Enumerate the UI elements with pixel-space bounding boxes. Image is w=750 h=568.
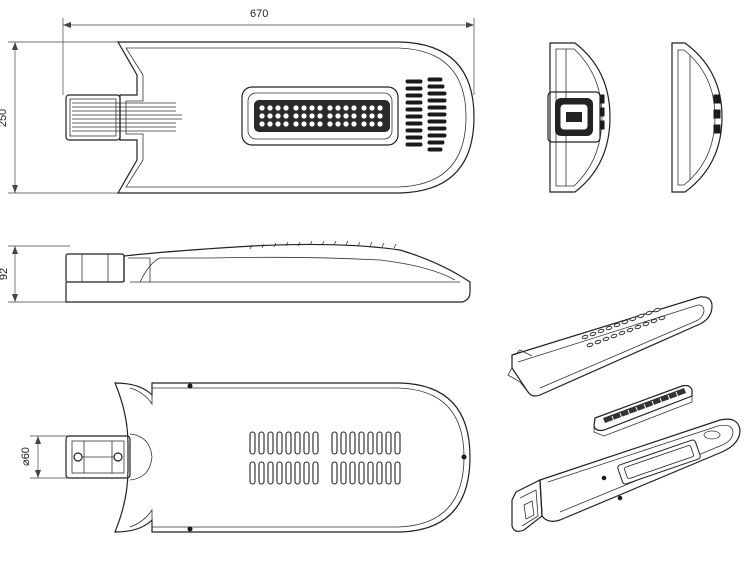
dimension-line-width <box>8 41 120 194</box>
dimension-label-length: 670 <box>250 8 269 20</box>
dimension-label-width: 250 <box>0 108 10 128</box>
top-ribs <box>249 240 397 250</box>
vent-slots <box>405 77 447 152</box>
heatsink-fins <box>72 102 182 132</box>
led-module <box>241 86 399 146</box>
dimension-line-height <box>8 245 70 303</box>
side-view <box>671 42 723 193</box>
front-view <box>547 42 611 193</box>
elevation-view <box>8 240 471 303</box>
top-view <box>8 18 475 194</box>
dimension-label-height: 92 <box>0 267 11 281</box>
exploded-top-cover <box>507 296 713 397</box>
exploded-heatsink-module <box>593 384 693 437</box>
dimension-line-pole-diameter <box>30 435 68 479</box>
bottom-view <box>30 382 471 533</box>
dimension-label-pole-diameter: ⌀60 <box>19 447 32 466</box>
dimension-line-length <box>62 18 475 95</box>
exploded-base-housing <box>511 418 741 532</box>
exploded-isometric-view <box>507 296 741 532</box>
bottom-vent-slots <box>249 431 401 485</box>
